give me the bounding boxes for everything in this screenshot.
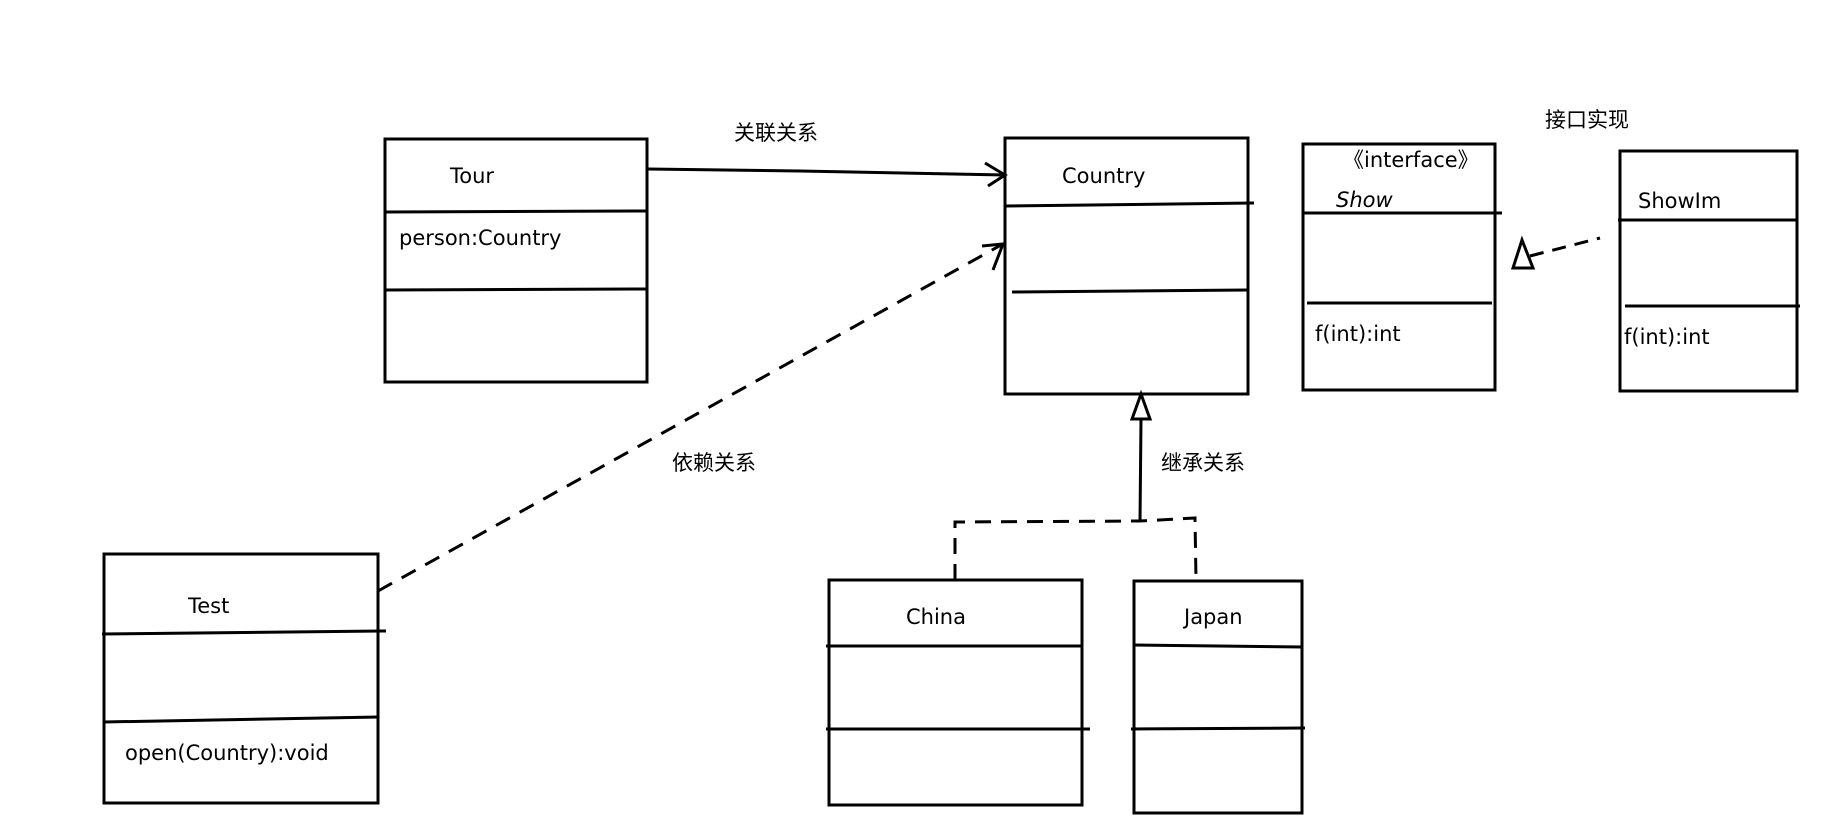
test-divider-1 xyxy=(101,629,387,636)
show-stereotype: 《interface》 xyxy=(1343,148,1479,172)
realization-label: 接口实现 xyxy=(1545,108,1629,132)
tour-box-border xyxy=(383,137,649,384)
realization-line xyxy=(1529,236,1601,258)
test-divider-2 xyxy=(102,715,380,724)
dependency-line xyxy=(377,242,1004,593)
japan-divider-1 xyxy=(1133,643,1303,649)
class-box-country[interactable] xyxy=(1003,136,1255,396)
class-box-show-interface[interactable] xyxy=(1301,142,1502,392)
association-line xyxy=(647,167,1006,177)
dependency-arrow xyxy=(377,242,1006,593)
test-box-border xyxy=(102,552,380,805)
japan-class-name: Japan xyxy=(1184,605,1243,629)
country-box-border xyxy=(1003,136,1250,396)
inheritance-triangle-icon xyxy=(1129,389,1153,421)
inheritance-trunk-line xyxy=(1138,418,1143,523)
class-box-japan[interactable] xyxy=(1130,579,1306,815)
country-divider-1 xyxy=(1004,201,1255,208)
showim-class-name: ShowIm xyxy=(1638,189,1722,213)
dependency-arrowhead-icon xyxy=(981,242,1006,271)
show-method: f(int):int xyxy=(1315,322,1401,346)
association-arrowhead-icon xyxy=(984,161,1008,188)
showim-method: f(int):int xyxy=(1624,325,1710,349)
dependency-label: 依赖关系 xyxy=(672,451,756,475)
tour-divider-1 xyxy=(384,209,649,214)
inheritance-branch-line xyxy=(953,516,1198,581)
tour-divider-2 xyxy=(384,287,649,292)
country-divider-2 xyxy=(1011,288,1249,294)
inheritance-label: 继承关系 xyxy=(1161,451,1245,475)
japan-box-border xyxy=(1132,579,1304,815)
show-class-name: Show xyxy=(1336,188,1393,212)
tour-attribute: person:Country xyxy=(399,226,562,250)
association-label: 关联关系 xyxy=(734,121,818,145)
tour-class-name: Tour xyxy=(450,164,495,188)
test-class-name: Test xyxy=(188,594,230,618)
country-class-name: Country xyxy=(1062,164,1146,188)
realization-arrow xyxy=(1510,235,1601,270)
showim-box-border xyxy=(1618,149,1799,393)
class-box-tour[interactable] xyxy=(383,137,649,384)
association-arrow xyxy=(647,161,1008,188)
show-box-border xyxy=(1301,142,1497,392)
japan-divider-2 xyxy=(1130,726,1306,731)
realization-triangle-icon xyxy=(1510,235,1536,270)
china-class-name: China xyxy=(906,605,966,629)
test-method: open(Country):void xyxy=(125,741,329,765)
class-box-showim[interactable] xyxy=(1618,149,1800,393)
class-box-test[interactable] xyxy=(101,552,387,805)
inheritance-arrow xyxy=(953,389,1198,581)
